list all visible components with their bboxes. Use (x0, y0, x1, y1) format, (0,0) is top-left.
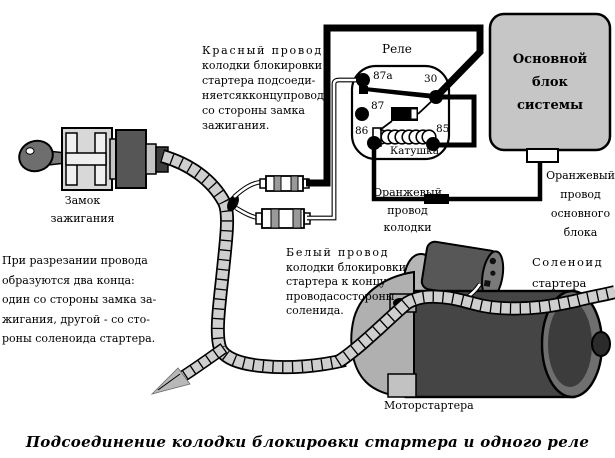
pin-label-86: 86 (355, 125, 369, 137)
wire-harness-left (150, 149, 347, 395)
relay-title: Реле (382, 42, 412, 56)
key-head (18, 139, 54, 173)
cut-wire-note: При разрезании провода образуются два ко… (2, 254, 157, 345)
pin-label-85: 85 (436, 123, 450, 135)
block-connector (526, 148, 559, 163)
ignition-lock (18, 127, 169, 191)
pin-87 (355, 107, 369, 121)
main-system-block (488, 12, 612, 163)
red-wire (306, 24, 484, 187)
orange-wire-connector-label: Оранжевый провод колодки (373, 186, 442, 234)
red-wire-note: Красный провод колодки блокировки старте… (202, 44, 331, 132)
relay-pins (355, 73, 443, 151)
pin-label-30: 30 (424, 73, 438, 85)
pin-86 (367, 136, 381, 150)
pin-30 (429, 90, 443, 104)
inline-connector-upper (259, 175, 310, 192)
white-wire-to-87a (307, 77, 361, 221)
inline-connector-lower (255, 208, 311, 229)
pin-label-87a: 87a (373, 70, 393, 82)
pin-87a (356, 73, 370, 87)
figure-caption: Подсоединение колодки блокировки стартер… (25, 433, 590, 451)
wire-splice (424, 194, 449, 204)
relay-switch-arm (365, 87, 435, 99)
pin-label-87: 87 (371, 100, 385, 112)
pin-85 (426, 137, 440, 151)
solenoid-label: Соленоид стартера (532, 255, 604, 290)
ignition-lock-label: Замок зажигания (50, 194, 115, 225)
coil-label: Катушка (390, 145, 439, 157)
starter-motor-label: Моторстартера (384, 399, 474, 412)
jumper-30-85 (434, 94, 477, 148)
orange-wire (371, 143, 543, 204)
wire-harness-front (334, 285, 615, 368)
main-block-label: Основной блок системы (512, 52, 588, 113)
orange-wire-main-label: Оранжевый провод основного блока (546, 169, 615, 239)
white-wire-note: Белый провод колодки блокировки стартера… (286, 246, 407, 317)
